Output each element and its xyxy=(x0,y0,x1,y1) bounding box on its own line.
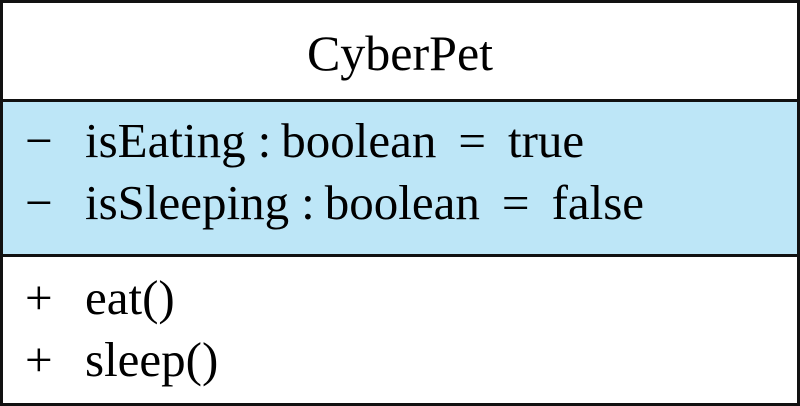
operations-compartment: + eat() + sleep() xyxy=(3,257,797,403)
attribute-is-eating: − isEating : boolean = true xyxy=(25,116,797,178)
operation-signature: eat() xyxy=(85,270,175,325)
attribute-type: boolean xyxy=(324,175,480,230)
default-assignment: = xyxy=(501,175,530,230)
operation-signature: sleep() xyxy=(85,332,219,387)
attribute-name: isSleeping xyxy=(85,175,290,230)
public-visibility-marker: + xyxy=(25,270,53,325)
attribute-default-value: true xyxy=(507,113,585,168)
operation-eat: + eat() xyxy=(25,273,797,335)
attribute-default-value: false xyxy=(551,175,645,230)
private-visibility-marker: − xyxy=(25,113,53,168)
attributes-compartment: − isEating : boolean = true − isSleeping… xyxy=(3,102,797,257)
operation-sleep: + sleep() xyxy=(25,335,797,397)
public-visibility-marker: + xyxy=(25,332,53,387)
type-separator: : xyxy=(301,175,315,230)
attribute-is-sleeping: − isSleeping : boolean = false xyxy=(25,178,797,240)
default-assignment: = xyxy=(458,113,486,168)
private-visibility-marker: − xyxy=(25,175,53,230)
attribute-name: isEating xyxy=(85,113,246,168)
attribute-type: boolean xyxy=(281,113,437,168)
class-name: CyberPet xyxy=(306,25,494,81)
class-name-compartment: CyberPet xyxy=(3,3,797,102)
type-separator: : xyxy=(257,113,272,168)
